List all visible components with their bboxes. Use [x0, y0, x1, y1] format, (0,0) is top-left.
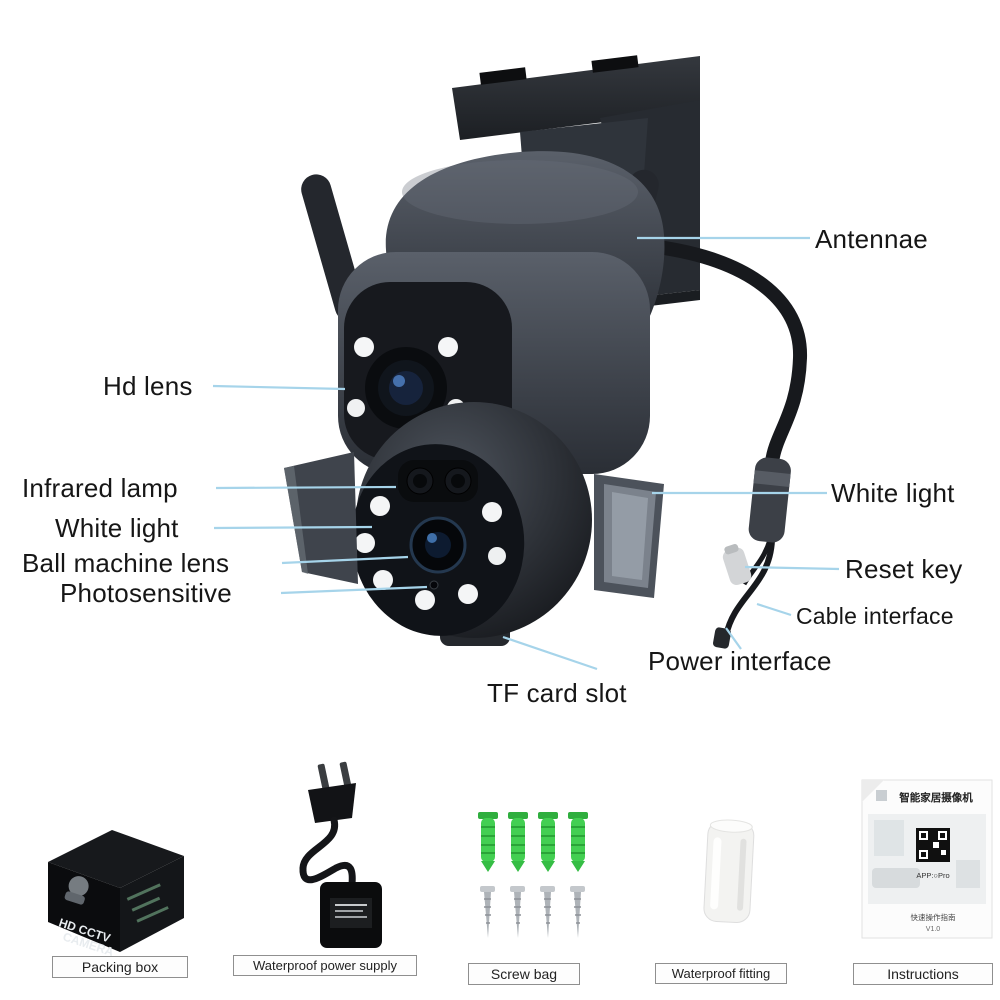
infrared-lamp-graphic: [398, 460, 478, 502]
screw-bag-graphic: [478, 812, 588, 938]
caption-waterproof-fitting: Waterproof fitting: [655, 963, 787, 984]
side-wings: [284, 452, 664, 598]
label-white-light-left: White light: [55, 513, 179, 543]
packing-box-graphic: HD CCTV CAMERA: [48, 830, 184, 959]
caption-waterproof-power-supply: Waterproof power supply: [233, 955, 417, 976]
white-light-led: [354, 337, 374, 357]
label-infrared-lamp: Infrared lamp: [22, 473, 178, 503]
instructions-graphic: 智能家居摄像机 APP:○Pro 快速操作指南 V1.0: [861, 779, 993, 939]
white-light-led: [415, 590, 435, 610]
hd-lens-graphic: [365, 347, 447, 429]
label-hd-lens: Hd lens: [103, 371, 193, 401]
leader-lines: [212, 236, 840, 671]
caption-packing-box: Packing box: [52, 956, 188, 978]
label-cable-interface: Cable interface: [796, 603, 954, 629]
waterproof-fitting-graphic: [703, 819, 755, 924]
label-power-interface: Power interface: [648, 646, 832, 676]
label-ball-machine-lens: Ball machine lens: [22, 548, 230, 578]
photosensitive-sensor-graphic: [429, 580, 439, 590]
label-reset-key: Reset key: [845, 554, 963, 584]
instructions-app-text: APP:○Pro: [916, 871, 949, 880]
label-tf-card-slot: TF card slot: [487, 678, 627, 708]
label-photosensitive: Photosensitive: [60, 578, 232, 608]
leader-photosensitive: [280, 585, 428, 595]
label-white-light-right: White light: [831, 478, 955, 508]
power-interface-plug: [713, 627, 731, 649]
cable-graphic: [643, 239, 808, 649]
instructions-header-text: 智能家居摄像机: [898, 791, 973, 804]
reset-key-connector: [722, 544, 752, 586]
leader-tf-card-slot: [502, 635, 598, 671]
qr-code: [916, 828, 950, 862]
screws: [480, 886, 585, 938]
caption-instructions: Instructions: [853, 963, 993, 985]
white-light-led: [370, 496, 390, 516]
label-antennae: Antennae: [815, 224, 928, 254]
white-light-led: [458, 584, 478, 604]
dome-graphic: [351, 402, 592, 638]
white-light-led: [355, 533, 375, 553]
cable-interface-connector: [748, 457, 791, 543]
leader-ball-machine-lens: [281, 555, 409, 565]
wall-anchors: [478, 812, 588, 872]
ball-machine-lens-graphic: [409, 516, 467, 574]
caption-screw-bag: Screw bag: [468, 963, 580, 985]
white-light-led: [438, 337, 458, 357]
leader-cable-interface: [756, 602, 792, 617]
power-supply-graphic: [299, 761, 382, 948]
white-light-led: [488, 547, 506, 565]
leader-infrared-lamp: [215, 485, 397, 490]
leader-hd-lens: [212, 384, 346, 391]
leader-reset-key: [744, 565, 840, 571]
white-light-led: [373, 570, 393, 590]
instructions-footer-text: 快速操作指南: [911, 912, 956, 922]
white-light-led: [482, 502, 502, 522]
leader-power-interface: [725, 627, 742, 650]
white-light-led: [347, 399, 365, 417]
instructions-version-text: V1.0: [926, 926, 941, 933]
leader-white-light-left: [213, 525, 373, 530]
